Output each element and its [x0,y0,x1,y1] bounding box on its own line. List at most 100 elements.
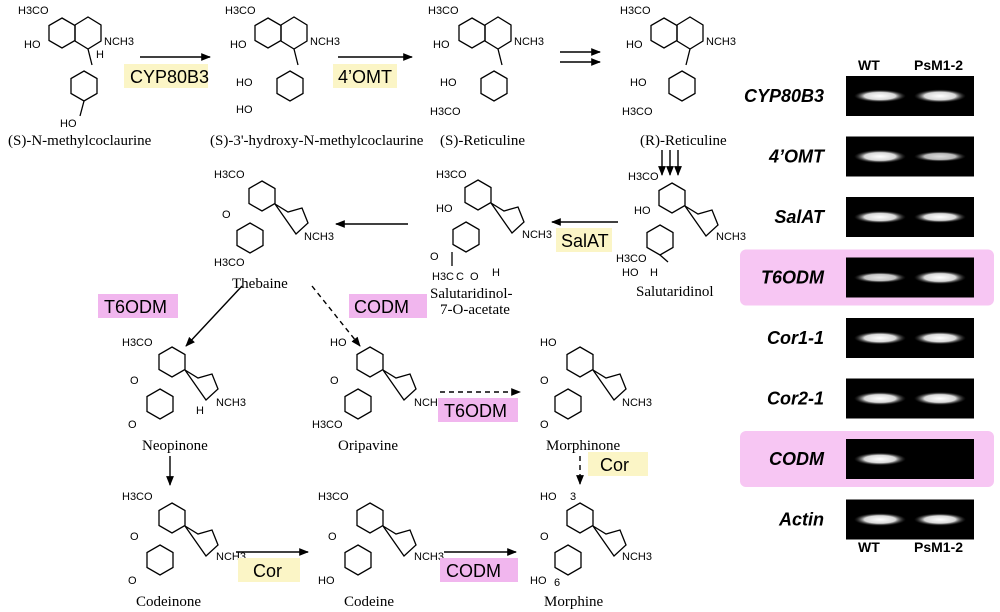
compound-label-codeine: Codeine [344,594,394,610]
compound-label-s-n-methylcoclaurine: (S)-N-methylcoclaurine [8,133,152,149]
atom-h: H [196,405,204,417]
enzyme-box-cyp80b3 [124,64,208,88]
gel-column-wt-top: WT [858,57,880,73]
enzyme-label-cyp80b3: CYP80B3 [130,67,209,87]
compound-label-salutaridinol: Salutaridinol [636,284,714,300]
atom-ho: HO [60,118,77,130]
atom-ho: HO [622,267,639,279]
compound-label-sal-acetate-1: Salutaridinol- [430,286,513,302]
atom-o: O [470,271,479,283]
atom-h3co: H3CO [122,491,153,503]
atom-o: O [130,375,139,387]
arrow-codm-1 [311,285,361,347]
gel-column-mut-top: PsM1-2 [914,57,963,73]
compound-label-sal-acetate-2: 7-O-acetate [440,302,510,318]
gel-band-wt [854,89,906,103]
compound-label-morphine: Morphine [544,594,604,610]
enzyme-label-codm-1: CODM [354,297,409,317]
atom-ho: HO [24,39,41,51]
compound-label-morphinone: Morphinone [546,438,621,454]
gel-band-mutant [914,391,966,406]
structure-morphinone: HO O NCH3 O [540,337,652,431]
gel-gene-label: T6ODM [761,268,825,288]
compound-label-oripavine: Oripavine [338,438,398,454]
enzyme-box-t6odm-2 [438,398,518,422]
enzyme-box-4omt [333,64,397,88]
structure-salutaridinol: H3CO HO NCH3 H3CO HO H [616,171,746,279]
compound-label-r-reticuline: (R)-Reticuline [640,133,727,149]
arrow-t6odm-1 [185,285,243,347]
atom-nch3: NCH3 [716,231,746,243]
atom-h3co: H3CO [620,5,651,17]
compound-label-s-3-hydroxy: (S)-3'-hydroxy-N-methylcoclaurine [210,133,424,149]
structure-s-3-hydroxy-n-methylcoclaurine: H3CO HO NCH3 HO HO [225,5,340,116]
atom-h: H [650,267,658,279]
atom-h3co: H3CO [225,5,256,17]
gel-band-wt [854,331,906,345]
gel-gene-label: Actin [778,510,824,530]
gel-band-wt [854,272,906,283]
enzyme-box-salat [556,228,612,252]
gel-band-wt [854,513,906,526]
atom-h3co: H3CO [622,106,653,118]
atom-h3co: H3CO [616,253,647,265]
atom-h3co: H3CO [428,5,459,17]
compound-label-codeinone: Codeinone [136,594,201,610]
atom-ho: HO [630,77,647,89]
atom-h3co: H3CO [312,419,343,431]
structure-thebaine: H3CO O NCH3 H3CO [214,169,334,269]
atom-h3co: H3CO [18,5,49,17]
atom-o: O [430,251,439,263]
gel-gene-label: 4’OMT [768,147,826,167]
structure-codeinone: H3CO O NCH3 O [122,491,246,587]
enzyme-box-codm-1 [349,294,427,318]
atom-h3co: H3CO [628,171,659,183]
atom-o: O [540,419,549,431]
gel-gene-label: CYP80B3 [744,86,824,106]
enzyme-label-t6odm-1: T6ODM [104,297,167,317]
atom-nch3: NCH3 [104,36,134,48]
gel-band-wt [854,391,906,406]
gel-panel: CYP80B34’OMTSalATT6ODMCor1-1Cor2-1CODMAc… [740,76,994,540]
atom-ho: HO [626,39,643,51]
gel-band-mutant [914,331,966,345]
enzyme-label-codm-2: CODM [446,561,501,581]
atom-ho: HO [540,491,557,503]
atom-ho: HO [318,575,335,587]
compound-label-neopinone: Neopinone [142,438,208,454]
atom-locant-6: 6 [554,577,560,589]
structure-salutaridinol-acetate: H3CO HO NCH3 O H3C C O H [430,169,552,283]
enzyme-box-cor-1 [588,452,648,476]
enzyme-label-cor-1: Cor [600,455,629,475]
gel-gene-label: CODM [769,449,825,469]
atom-nch3: NCH3 [414,397,444,409]
atom-h: H [96,49,104,61]
atom-c: C [456,271,464,283]
enzyme-label-cor-2: Cor [253,561,282,581]
atom-h3co: H3CO [214,257,245,269]
atom-nch3: NCH3 [216,397,246,409]
gel-band-wt [854,210,906,224]
structure-s-reticuline: H3CO HO NCH3 HO H3CO [428,5,544,118]
atom-o: O [330,375,339,387]
atom-h3co: H3CO [430,106,461,118]
atom-nch3: NCH3 [706,36,736,48]
atom-ho: HO [230,39,247,51]
atom-nch3: NCH3 [622,397,652,409]
enzyme-label-t6odm-2: T6ODM [444,401,507,421]
gel-band-mutant [914,513,966,526]
atom-nch3: NCH3 [622,551,652,563]
gel-gene-label: Cor1-1 [767,328,824,348]
atom-ho: HO [330,337,347,349]
gel-band-mutant [914,270,966,285]
structure-r-reticuline: H3CO HO NCH3 HO H3CO [620,5,736,118]
atom-h3co: H3CO [436,169,467,181]
enzyme-box-cor-2 [238,558,300,582]
gel-band-wt [854,452,906,466]
gel-band-mutant [914,151,966,162]
structure-morphine: HO 3 O NCH3 HO 6 [530,491,652,589]
atom-h3co: H3CO [318,491,349,503]
atom-o: O [540,531,549,543]
atom-ho: HO [433,39,450,51]
